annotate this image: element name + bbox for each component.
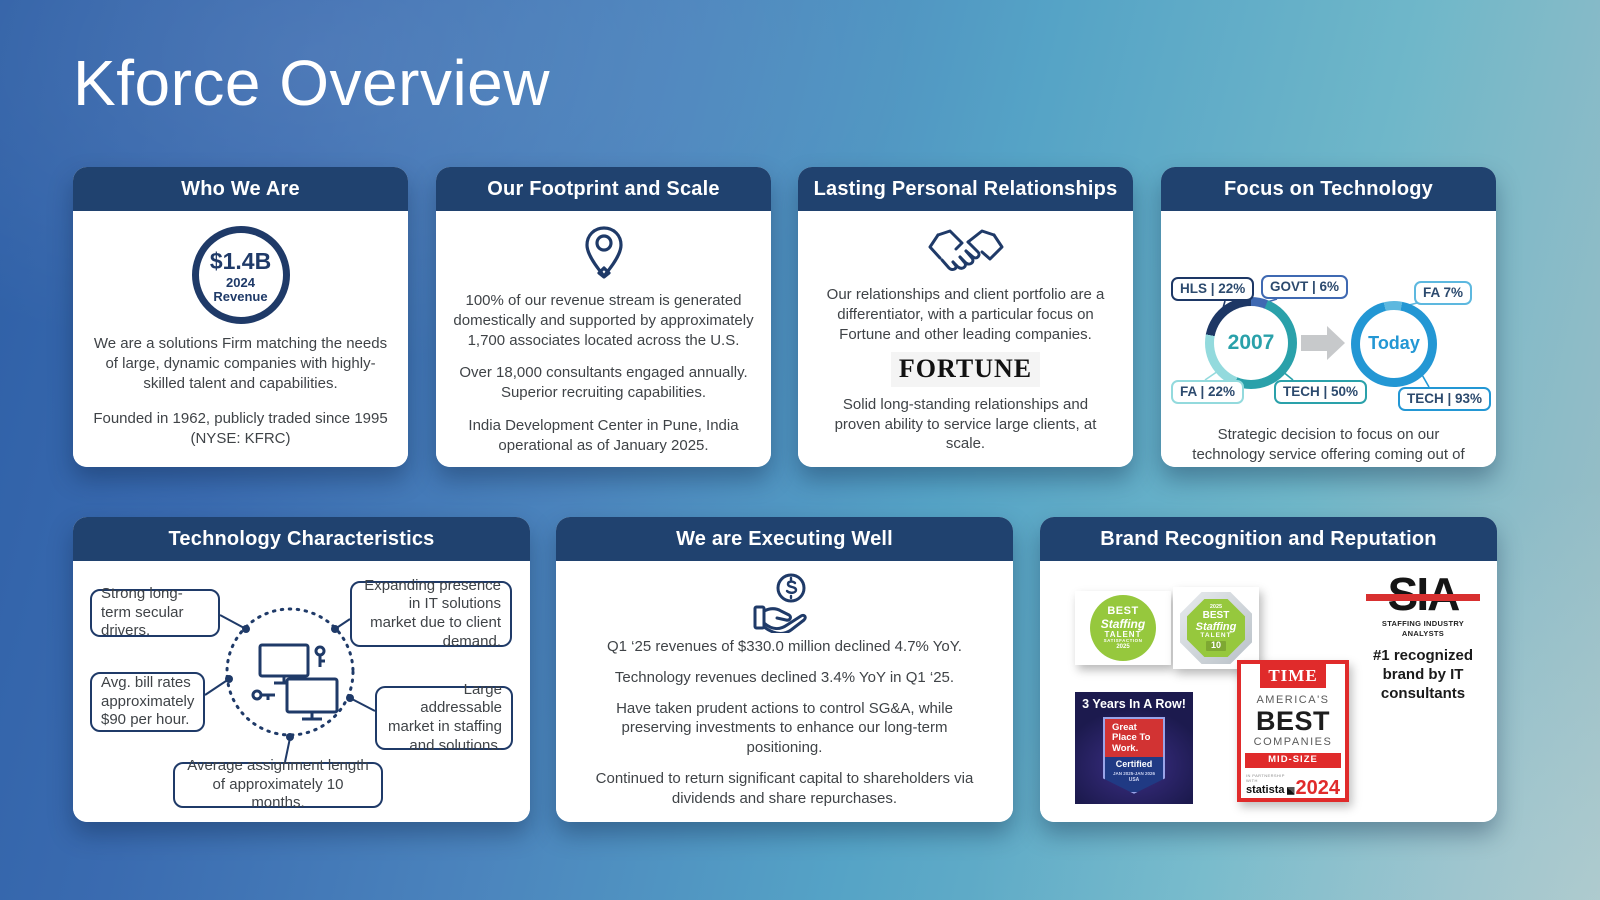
callout-bill-rates: Avg. bill rates approximately $90 per ho…: [90, 672, 205, 732]
footprint-paragraph-1: 100% of our revenue stream is generated …: [453, 292, 754, 349]
donut-today-label: Today: [1360, 310, 1428, 378]
gptw-shield: Great Place To Work. Certified JAN 2025-…: [1103, 716, 1165, 794]
page-title: Kforce Overview: [73, 47, 550, 119]
sia-logo: SIA: [1362, 571, 1484, 617]
card-relationships: Lasting Personal Relationships Our relat…: [798, 167, 1133, 467]
revenue-year: 2024: [226, 274, 255, 290]
card-title: We are Executing Well: [556, 517, 1013, 561]
exec-paragraph-5: Return on equity (ROE) of 34%: [582, 820, 987, 822]
focus-paragraph: Strategic decision to focus on our techn…: [1192, 426, 1465, 467]
time-best-companies-badge: TIME AMERICA'S BEST COMPANIES MID-SIZE I…: [1237, 660, 1349, 802]
best-of-staffing-talent-badge: BEST Staffing TALENT SATISFACTION 2025: [1075, 591, 1171, 665]
exec-paragraph-1: Q1 ‘25 revenues of $330.0 million declin…: [607, 638, 962, 655]
who-paragraph-2: Founded in 1962, publicly traded since 1…: [93, 410, 388, 448]
badge-line: 2025: [1209, 604, 1223, 611]
card-footprint-scale: Our Footprint and Scale 100% of our reve…: [436, 167, 771, 467]
exec-paragraph-3: Have taken prudent actions to control SG…: [616, 699, 953, 757]
location-pin-icon: [436, 225, 771, 283]
sia-subtitle: STAFFING INDUSTRY ANALYSTS: [1381, 618, 1465, 638]
sia-claim: #1 recognized brand by IT consultants: [1372, 647, 1474, 702]
card-executing-well: We are Executing Well Q1 ‘25 revenues of…: [556, 517, 1013, 822]
gptw-certified: Certified: [1115, 759, 1153, 770]
badge-line: TALENT: [1200, 632, 1232, 640]
technology-mix-chart: 2007 Today HLS | 22% GOVT | 6% FA | 22% …: [1161, 211, 1496, 419]
gptw-badge-top: Great Place To Work.: [1105, 718, 1163, 758]
footprint-paragraph-3: India Development Center in Pune, India …: [468, 416, 739, 454]
relationships-paragraph-1: Our relationships and client portfolio a…: [826, 286, 1105, 343]
chip-fa-today: FA 7%: [1414, 281, 1473, 305]
sia-logo-block: SIA STAFFING INDUSTRY ANALYSTS #1 recogn…: [1362, 571, 1484, 704]
chip-tech-today: TECH | 93%: [1398, 387, 1492, 411]
chip-govt-2007: GOVT | 6%: [1261, 275, 1349, 299]
card-title: Our Footprint and Scale: [436, 167, 771, 211]
computers-icon: [251, 643, 339, 721]
card-focus-technology: Focus on Technology 2007 Today HLS | 22%…: [1161, 167, 1496, 467]
gptw-country: USA: [1128, 777, 1140, 784]
fortune-logo: FORTUNE: [890, 352, 1041, 387]
card-technology-characteristics: Technology Characteristics: [73, 517, 530, 822]
callout-secular-drivers: Strong long-term secular drivers.: [90, 585, 220, 639]
statista-logo: statista: [1246, 783, 1296, 798]
time-logo: TIME: [1260, 664, 1326, 689]
badge-line: 10: [1205, 640, 1226, 651]
time-partner-text: IN PARTNERSHIP WITH: [1246, 772, 1285, 784]
badge-line: TALENT: [1104, 629, 1142, 639]
donut-today: Today: [1351, 301, 1437, 387]
card-title: Technology Characteristics: [73, 517, 530, 561]
card-title: Who We Are: [73, 167, 408, 211]
donut-2007: 2007: [1205, 297, 1297, 389]
time-midsize: MID-SIZE: [1245, 753, 1341, 768]
card-title: Brand Recognition and Reputation: [1040, 517, 1497, 561]
great-place-to-work-badge: 3 Years In A Row! Great Place To Work. C…: [1075, 692, 1193, 804]
badge-line: Staffing: [1195, 620, 1237, 633]
who-paragraph-1: We are a solutions Firm matching the nee…: [93, 335, 388, 392]
card-title: Lasting Personal Relationships: [798, 167, 1133, 211]
time-best: BEST: [1255, 705, 1330, 736]
badge-line: BEST: [1202, 610, 1230, 622]
hand-dollar-icon: [556, 571, 1013, 635]
exec-paragraph-2: Technology revenues declined 3.4% YoY in…: [614, 668, 955, 686]
time-companies: COMPANIES: [1253, 735, 1333, 748]
best-of-staffing-diamond-badge: 2025 BEST Staffing TALENT 10: [1173, 587, 1259, 669]
card-who-we-are: Who We Are $1.4B 2024 Revenue We are a s…: [73, 167, 408, 467]
badge-line: SATISFACTION: [1103, 637, 1143, 643]
callout-assignment-length: Average assignment length of approximate…: [173, 757, 383, 811]
badge-line: Staffing: [1100, 616, 1146, 631]
badge-line: BEST: [1107, 605, 1139, 618]
chip-tech-2007: TECH | 50%: [1274, 380, 1368, 404]
relationships-paragraph-2: Solid long-standing relationships and pr…: [834, 395, 1097, 453]
card-brand-recognition: Brand Recognition and Reputation BEST St…: [1040, 517, 1497, 822]
revenue-badge: $1.4B 2024 Revenue: [191, 226, 290, 324]
callout-it-solutions: Expanding presence in IT solutions marke…: [350, 577, 512, 650]
time-americas: AMERICA'S: [1256, 694, 1330, 707]
gptw-dates: JAN 2025-JAN 2026: [1112, 771, 1156, 777]
donut-2007-label: 2007: [1214, 306, 1288, 380]
chip-hls-2007: HLS | 22%: [1171, 277, 1255, 301]
time-year: 2024: [1295, 777, 1341, 799]
revenue-label: Revenue: [213, 289, 268, 305]
revenue-value: $1.4B: [209, 247, 272, 274]
exec-paragraph-4: Continued to return significant capital …: [595, 769, 974, 807]
footprint-paragraph-2: Over 18,000 consultants engaged annually…: [459, 364, 748, 402]
gptw-header: 3 Years In A Row!: [1082, 697, 1186, 711]
sia-red-bar: [1366, 594, 1480, 601]
chip-fa-2007: FA | 22%: [1171, 380, 1245, 404]
callout-addressable-market: Large addressable market in staffing and…: [375, 681, 513, 754]
handshake-icon: [798, 227, 1133, 279]
badge-line: 2025: [1116, 643, 1130, 650]
card-title: Focus on Technology: [1161, 167, 1496, 211]
statista-square-icon: [1286, 786, 1295, 795]
